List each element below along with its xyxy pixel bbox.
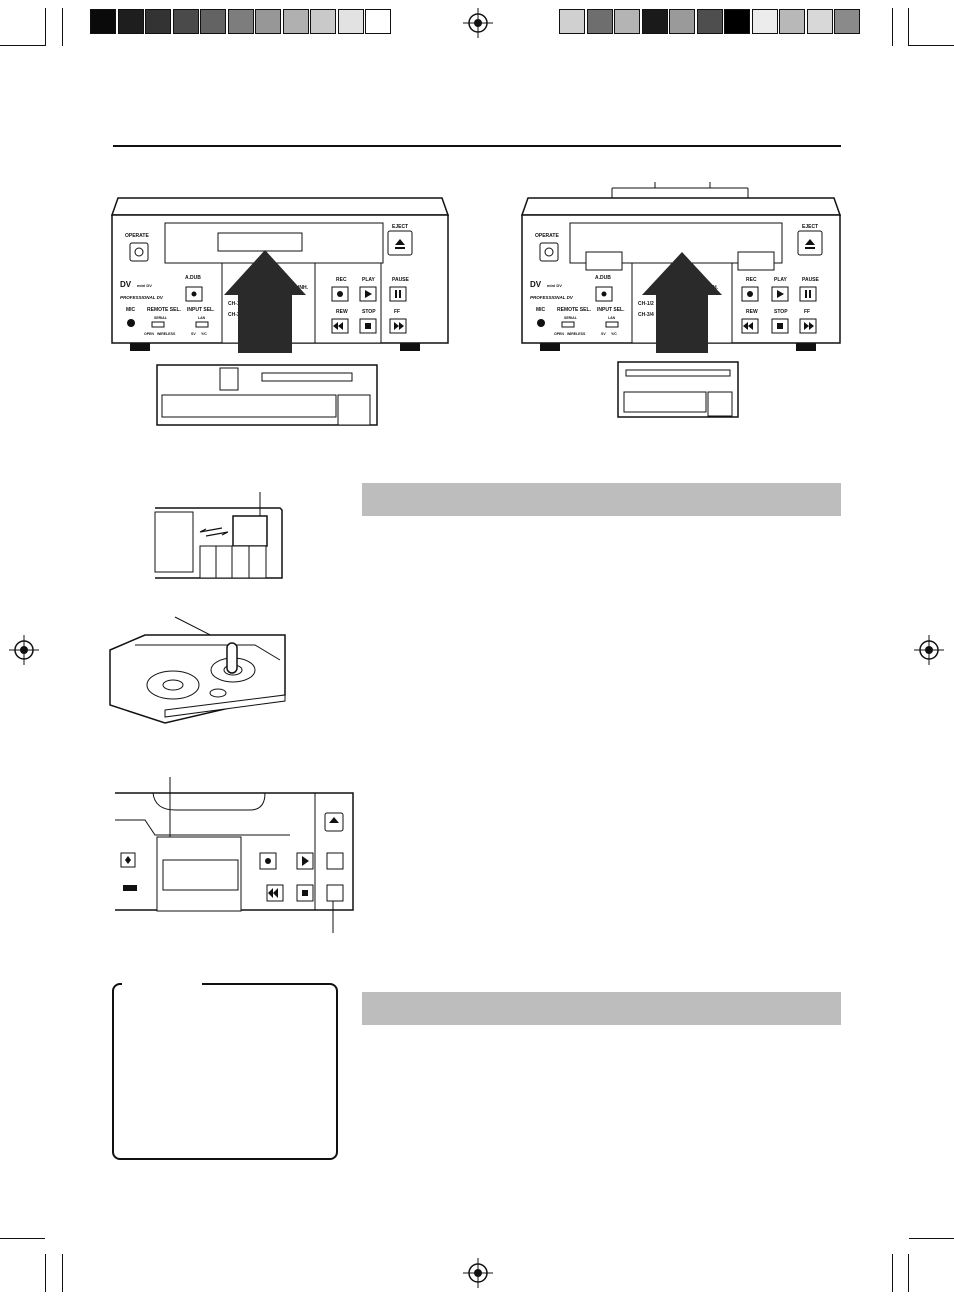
color-swatch [282,9,309,34]
note-box [112,982,338,1160]
svg-text:SV: SV [191,332,196,336]
color-swatch [559,9,585,34]
svg-text:PLAY: PLAY [774,277,788,283]
svg-text:WIRELESS: WIRELESS [567,332,586,336]
section-header-bar [362,992,841,1025]
svg-text:Y/C: Y/C [201,332,207,336]
svg-text:CH-1/2: CH-1/2 [228,301,244,307]
cassette-reel-illustration [109,616,286,724]
color-swatch [724,9,750,34]
remote-sel-label: REMOTE SEL. [147,307,182,313]
svg-text:CH-3/4: CH-3/4 [638,312,654,318]
svg-text:REC: REC [746,277,757,283]
svg-text:PAUSE: PAUSE [802,277,820,283]
svg-text:EJECT: EJECT [802,224,818,230]
header-rule [113,145,841,147]
svg-text:REC: REC [336,277,347,283]
eject-label: EJECT [392,224,408,230]
svg-text:SV: SV [601,332,606,336]
color-swatch [641,9,668,34]
color-swatch [586,9,613,34]
color-swatch [337,9,364,34]
registration-mark-icon [463,8,493,38]
color-swatch [806,9,833,34]
svg-text:mini DV: mini DV [547,283,562,288]
deck-closeup-illustration [115,777,354,933]
color-swatch [779,9,805,34]
color-swatch [696,9,723,34]
deck-left-illustration: EJECT OPERATE DV mini DV PROFESSIONAL DV… [110,197,450,426]
svg-text:STOP: STOP [774,309,788,315]
insert-arrow-icon [224,250,306,353]
registration-mark-icon [9,635,39,665]
svg-text:PLAY: PLAY [362,277,376,283]
svg-text:OPERATE: OPERATE [535,233,559,239]
color-swatch [365,9,391,34]
svg-text:PROFESSIONAL DV: PROFESSIONAL DV [530,295,574,300]
registration-mark-icon [463,1258,493,1288]
svg-text:MIC: MIC [536,307,546,313]
svg-text:REW: REW [336,309,348,315]
svg-text:FF: FF [804,309,810,315]
color-swatch [255,9,281,34]
svg-text:INPUT SEL.: INPUT SEL. [597,307,625,313]
svg-text:REMOTE SEL.: REMOTE SEL. [557,307,592,313]
deck-right-illustration: EJECT OPERATE DV mini DV PROFESSIONAL DV… [520,182,842,418]
input-sel-label: INPUT SEL. [187,307,215,313]
svg-text:STOP: STOP [362,309,376,315]
insert-arrow-icon [642,252,722,353]
adub-label: A.DUB [185,275,201,281]
svg-text:REW: REW [746,309,758,315]
operate-label: OPERATE [125,233,149,239]
svg-text:WIRELESS: WIRELESS [157,332,176,336]
svg-text:DV: DV [530,280,542,289]
svg-text:FF: FF [394,309,400,315]
color-swatch [310,9,336,34]
svg-text:CH-1/2: CH-1/2 [638,301,654,307]
color-swatch [614,9,640,34]
color-swatch [172,9,199,34]
svg-text:OPEN: OPEN [554,332,564,336]
color-swatch [117,9,144,34]
color-swatch [227,9,254,34]
svg-text:Y/C: Y/C [611,332,617,336]
mic-label: MIC [126,307,136,313]
erase-protection-tab-illustration [154,492,283,579]
svg-text:PAUSE: PAUSE [392,277,410,283]
color-swatch [751,9,778,34]
color-swatch [200,9,226,34]
professional-dv-logo: PROFESSIONAL DV [120,295,164,300]
svg-text:LAN: LAN [608,316,616,320]
svg-text:CH-3/4: CH-3/4 [228,312,244,318]
svg-text:SERIAL: SERIAL [154,316,168,320]
svg-text:A.DUB: A.DUB [595,275,611,281]
dv-logo: DV [120,280,132,289]
color-swatch [90,9,116,34]
registration-mark-icon [914,635,944,665]
svg-text:SERIAL: SERIAL [564,316,578,320]
color-swatch [669,9,695,34]
minidv-logo: mini DV [137,283,152,288]
section-header-bar [362,483,841,516]
color-swatch [145,9,171,34]
color-swatch [834,9,860,34]
svg-text:LAN: LAN [198,316,206,320]
svg-text:OPEN: OPEN [144,332,154,336]
